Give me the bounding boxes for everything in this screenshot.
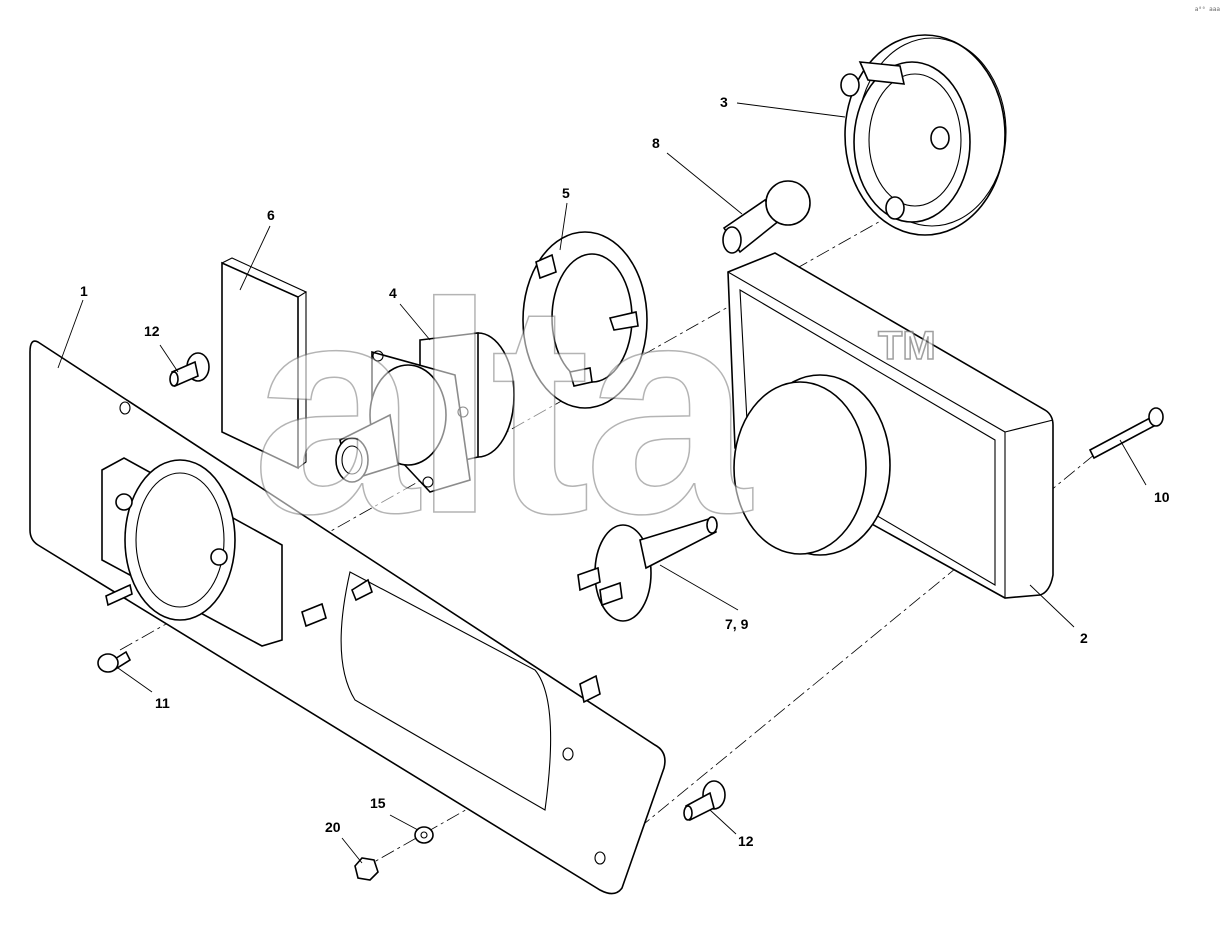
part-6-gasket (221, 257, 308, 470)
callout-2: 2 (1080, 630, 1088, 646)
part-8-bulb (722, 180, 811, 254)
callout-5: 5 (562, 185, 570, 201)
part-7-9-halogen-bulb (577, 516, 718, 622)
part-5-retaining-ring (522, 231, 648, 409)
part-10-bolt (1088, 407, 1164, 460)
part-3-bezel-ring (840, 34, 1007, 236)
callout-8: 8 (652, 135, 660, 151)
callout-10: 10 (1154, 489, 1170, 505)
part-11-screw (97, 650, 132, 673)
callout-15: 15 (370, 795, 386, 811)
callout-12-lower: 12 (738, 833, 754, 849)
part-20-nut (354, 857, 379, 881)
part-12-screw-lower (683, 780, 726, 822)
leader-lines (57, 102, 1147, 864)
part-4-lamp-socket (335, 332, 515, 493)
part-15-washer (414, 826, 434, 844)
callout-12-upper: 12 (144, 323, 160, 339)
corner-code: a⁰⁰ aaa (1194, 6, 1220, 13)
callout-4: 4 (389, 285, 397, 301)
callout-20: 20 (325, 819, 341, 835)
watermark-trademark: TM (877, 324, 936, 368)
callout-1: 1 (80, 283, 88, 299)
watermark-logo: alta (251, 240, 751, 576)
studs (105, 578, 601, 704)
callout-11: 11 (155, 695, 170, 711)
bracket-round-opening (101, 457, 283, 647)
part-12-screw-upper (169, 352, 210, 388)
callout-7-9: 7, 9 (725, 616, 749, 632)
callout-6: 6 (267, 207, 275, 223)
part-2-lamp-housing (727, 252, 1054, 599)
callout-3: 3 (720, 94, 728, 110)
